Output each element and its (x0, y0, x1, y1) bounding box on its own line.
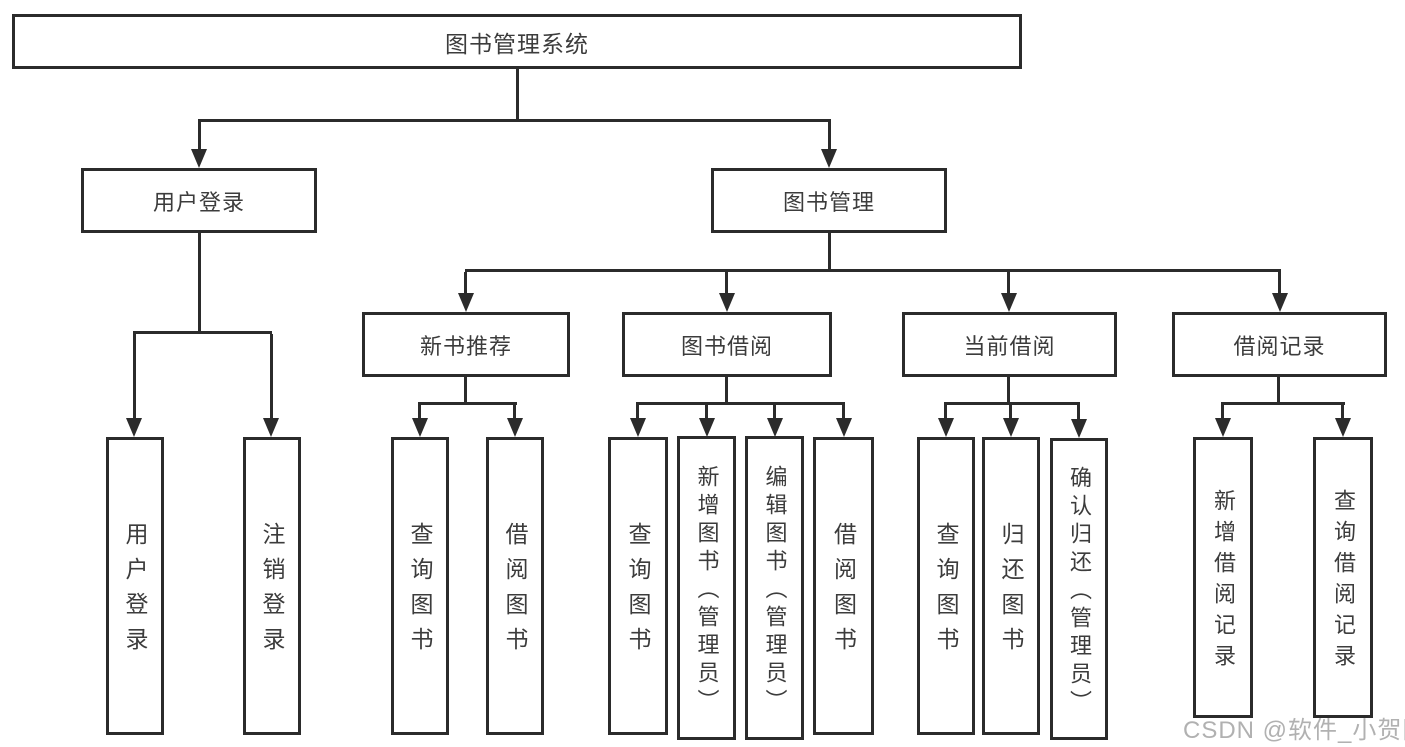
arrow-down-icon (458, 293, 474, 312)
arrow-down-icon (630, 418, 646, 437)
connector-line (828, 122, 831, 152)
connector-line (465, 269, 1281, 272)
leaf-query-books-borrowing: 查询图书 (608, 437, 668, 735)
arrow-down-icon (719, 293, 735, 312)
node-current-borrowing: 当前借阅 (902, 312, 1117, 377)
connector-line (1341, 405, 1344, 420)
leaf-borrow-books-recommend: 借阅图书 (486, 437, 544, 735)
arrow-down-icon (1003, 418, 1019, 437)
connector-line (198, 122, 201, 152)
connector-line (133, 331, 272, 334)
leaf-query-books-current: 查询图书 (917, 437, 975, 735)
connector-line (842, 405, 845, 420)
leaf-edit-books-admin: 编辑图书（管理员） (745, 436, 804, 740)
leaf-confirm-return-admin: 确认归还（管理员） (1050, 438, 1108, 740)
arrow-down-icon (836, 418, 852, 437)
connector-line (513, 405, 516, 420)
connector-line (828, 233, 831, 272)
arrow-down-icon (767, 418, 783, 437)
leaf-return-books: 归还图书 (982, 437, 1040, 735)
arrow-down-icon (126, 418, 142, 437)
connector-line (1077, 405, 1080, 420)
connector-line (516, 69, 519, 122)
arrow-down-icon (699, 418, 715, 437)
connector-line (1221, 405, 1224, 420)
connector-line (1009, 405, 1012, 420)
connector-line (1007, 272, 1010, 296)
connector-line (198, 233, 201, 334)
node-library-management-system: 图书管理系统 (12, 14, 1022, 69)
arrow-down-icon (1071, 419, 1087, 438)
connector-line (773, 405, 776, 420)
connector-line (725, 272, 728, 296)
connector-line (1007, 377, 1010, 405)
connector-line (198, 119, 831, 122)
leaf-add-books-admin: 新增图书（管理员） (677, 436, 736, 740)
leaf-query-borrow-record: 查询借阅记录 (1313, 437, 1373, 718)
connector-line (636, 405, 639, 420)
arrow-down-icon (412, 418, 428, 437)
arrow-down-icon (1335, 418, 1351, 437)
arrow-down-icon (1272, 293, 1288, 312)
connector-line (725, 377, 728, 405)
leaf-add-borrow-record: 新增借阅记录 (1193, 437, 1253, 718)
node-borrowing-records: 借阅记录 (1172, 312, 1387, 377)
connector-line (1221, 402, 1345, 405)
leaf-borrow-books-borrowing: 借阅图书 (813, 437, 874, 735)
connector-line (636, 402, 845, 405)
connector-line (464, 377, 467, 405)
node-new-book-recommend: 新书推荐 (362, 312, 570, 377)
arrow-down-icon (938, 418, 954, 437)
arrow-down-icon (507, 418, 523, 437)
connector-line (464, 272, 467, 296)
arrow-down-icon (1001, 293, 1017, 312)
connector-line (1277, 377, 1280, 405)
arrow-down-icon (263, 418, 279, 437)
connector-line (944, 402, 1080, 405)
arrow-down-icon (1215, 418, 1231, 437)
watermark: CSDN @软件_小贺同学 (1183, 717, 1405, 744)
connector-line (418, 405, 421, 420)
node-user-login: 用户登录 (81, 168, 317, 233)
arrow-down-icon (191, 149, 207, 168)
node-book-borrowing: 图书借阅 (622, 312, 832, 377)
leaf-query-books-recommend: 查询图书 (391, 437, 449, 735)
connector-line (270, 334, 273, 420)
connector-line (944, 405, 947, 420)
leaf-logout: 注销登录 (243, 437, 301, 735)
connector-line (133, 334, 136, 420)
connector-line (1278, 272, 1281, 296)
connector-line (418, 402, 517, 405)
arrow-down-icon (821, 149, 837, 168)
node-book-management: 图书管理 (711, 168, 947, 233)
leaf-user-login: 用户登录 (106, 437, 164, 735)
connector-line (705, 405, 708, 420)
